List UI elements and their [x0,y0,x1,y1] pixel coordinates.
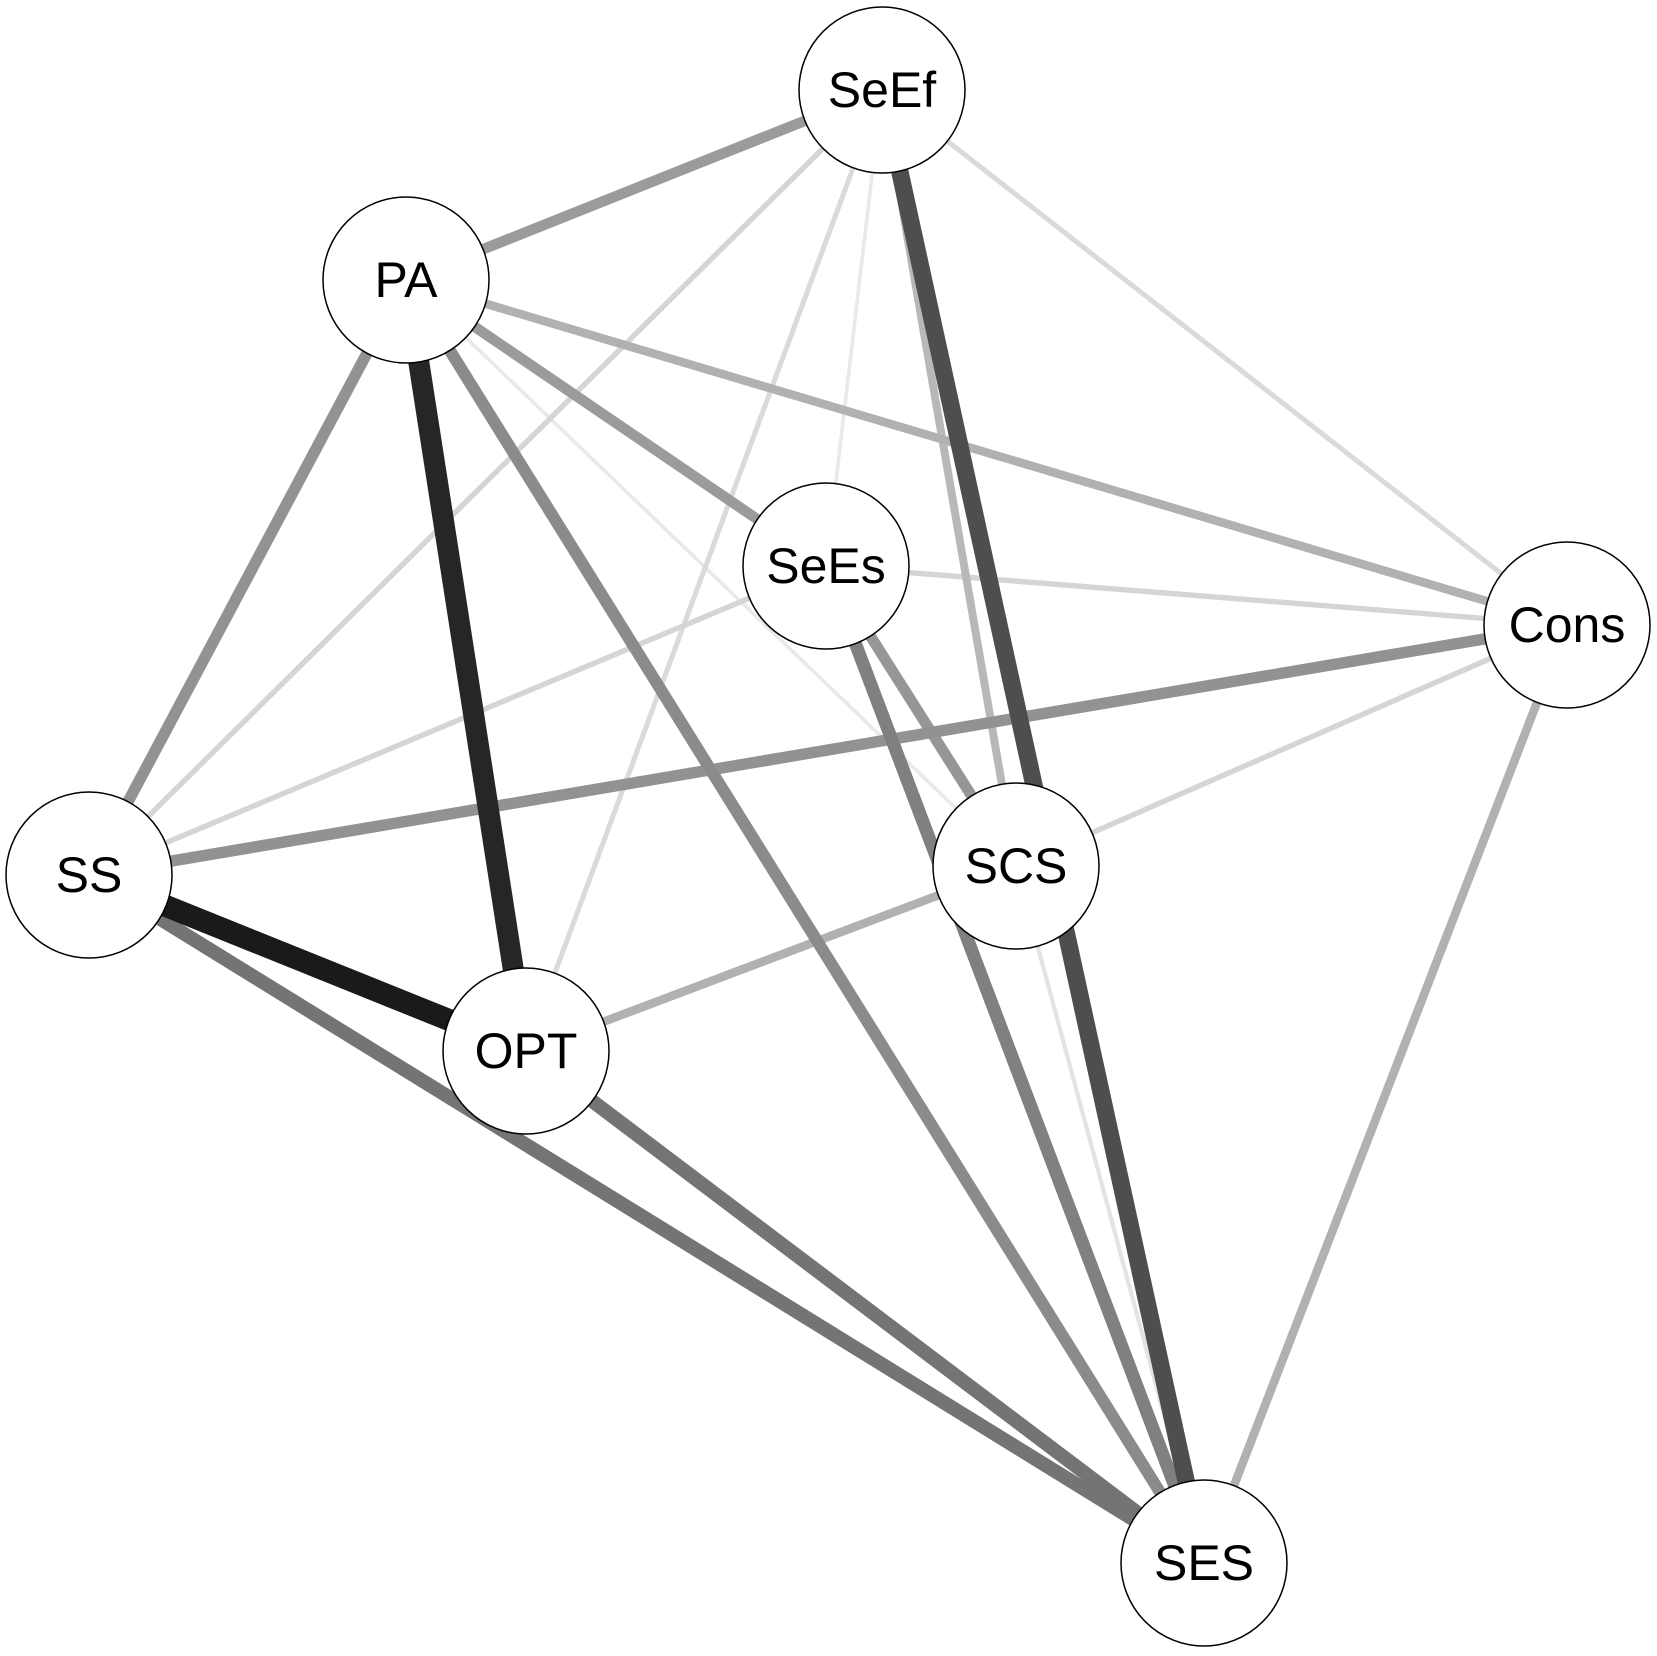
edge-SCS-Cons [1014,622,1569,869]
edge-SeEs-Cons [825,563,1568,628]
node-label: PA [375,252,439,308]
node-PA: PA [322,196,490,364]
node-label: SES [1154,1535,1254,1591]
edge-PA-SCS [404,278,1018,868]
edge-SeEf-PA [404,85,884,285]
node-circle [442,967,610,1135]
edge-PA-OPT [395,278,537,1053]
edge-SeEf-Cons [880,88,1569,627]
node-circle [5,791,173,959]
node-SCS: SCS [932,782,1100,950]
edge-PA-SeEs [403,275,829,571]
node-circle [1120,1479,1288,1647]
edge-SeEf-SS [87,88,884,877]
edge-OPT-SES [521,1045,1209,1569]
edges-layer [83,85,1572,1569]
node-circle [798,6,966,174]
node-circle [322,196,490,364]
node-circle [1483,541,1651,709]
edge-Cons-SES [1199,623,1572,1565]
edge-PA-Cons [404,275,1569,630]
node-label: SeEf [828,62,937,118]
edge-SeEs-SES [819,563,1211,1566]
node-SS: SS [5,791,173,959]
node-label: SCS [965,838,1068,894]
edge-SeEs-SS [87,563,828,878]
node-SES: SES [1120,1479,1288,1647]
node-circle [932,782,1100,950]
node-circle [742,482,910,650]
edge-SCS-OPT [524,861,1018,1056]
node-SeEf: SeEf [798,6,966,174]
edge-SS-Cons [88,619,1568,881]
edge-PA-SES [400,276,1210,1567]
node-Cons: Cons [1483,541,1651,709]
node-SeEs: SeEs [742,482,910,650]
edge-SeEf-OPT [523,89,885,1052]
node-label: Cons [1509,597,1626,653]
node-label: OPT [475,1023,578,1079]
node-label: SeEs [766,538,886,594]
edge-PA-SS [83,277,412,878]
node-label: SS [56,847,123,903]
edge-SS-SES [85,869,1208,1569]
node-OPT: OPT [442,967,610,1135]
